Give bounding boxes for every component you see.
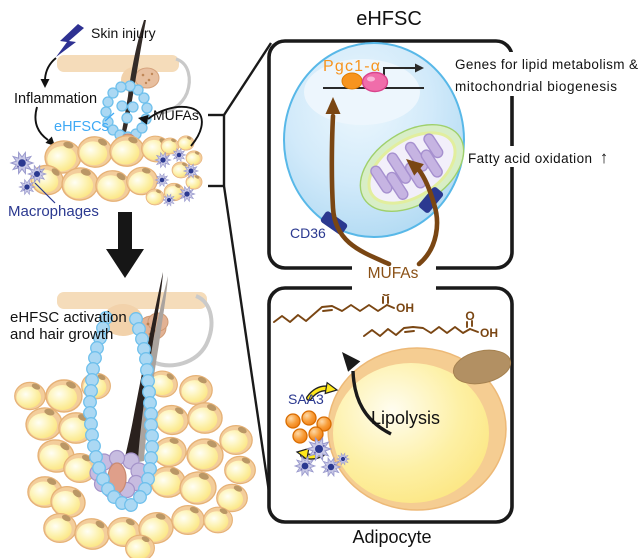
- pgc1a-transcription-site: [323, 63, 424, 93]
- down-arrow-icon: [106, 212, 144, 278]
- ehfscs-pointer-line: [104, 112, 115, 122]
- mufa-arrow-to-mitochondrion: [416, 167, 440, 267]
- lipolysis-arrow: [351, 370, 392, 436]
- injury-to-inflammation-arrow: [44, 57, 57, 80]
- transcription-factor-pink: [361, 71, 389, 93]
- mufas-to-follicle-arrow: [147, 105, 203, 147]
- saa3-granules: [285, 410, 332, 444]
- fa1-hydroxyl-label: OH: [396, 301, 414, 315]
- mufa-uptake-arrows: [325, 97, 440, 267]
- dermal-adipose-cluster: [10, 133, 203, 207]
- activation-label-line2: and hair growth: [10, 326, 113, 343]
- yellow-arrow-top: [306, 381, 339, 401]
- mufa-arrow-to-nucleus: [329, 113, 392, 267]
- saa3-label: SAA3: [288, 391, 324, 407]
- skin-injury-label: Skin injury: [91, 25, 156, 41]
- follicle-outer-sheath: [157, 57, 191, 115]
- transcription-arrow-icon: [415, 63, 424, 73]
- fa2-hydroxyl-label: OH: [480, 326, 498, 340]
- genes-label-line1: Genes for lipid metabolism &: [455, 57, 638, 72]
- fa2-oxygen-label: O: [465, 309, 474, 323]
- skin-surface-lower: [57, 292, 207, 309]
- mufas-connector-label: MUFAs: [368, 265, 419, 282]
- ehfsc-panel: eHFSC: [267, 8, 638, 270]
- ehfsc-panel-title: eHFSC: [356, 8, 422, 30]
- fatty-acid-oxidation-label: Fatty acid oxidation: [468, 151, 592, 166]
- adipocyte-panel-title: Adipocyte: [352, 527, 431, 547]
- activation-label-line1: eHFSC activation: [10, 309, 127, 326]
- left-panel: Skin injury Inflammation eHFSCs MUFAs Ma…: [8, 20, 256, 558]
- magnification-connector-lines: [208, 42, 273, 493]
- macrophages-label: Macrophages: [8, 203, 99, 220]
- mufa-structure-2: O OH: [363, 309, 498, 340]
- lightning-bolt-icon: [56, 24, 84, 57]
- inflammation-to-adipose-arrow: [34, 106, 49, 141]
- lipolysis-label: Lipolysis: [371, 408, 440, 428]
- lipolysis-arrowhead-icon: [342, 352, 361, 372]
- hair-growth-scene: [14, 272, 256, 558]
- inflammation-label: Inflammation: [14, 91, 97, 107]
- adipocyte-nucleus: [452, 349, 512, 385]
- skin-surface: [57, 55, 179, 72]
- ehfsc-bead-outline-lower: [83, 311, 159, 512]
- adipocyte-cell-large: [327, 347, 512, 511]
- macrophage-pointer-line: [34, 182, 56, 204]
- up-arrow-icon: ↑: [600, 148, 609, 167]
- hair-shaft: [122, 20, 146, 132]
- ehfscs-label: eHFSCs: [54, 119, 109, 135]
- cd36-label: CD36: [290, 225, 326, 241]
- transcription-factor-orange: [341, 72, 363, 90]
- mufas-left-label: MUFAs: [153, 107, 199, 123]
- follicle-outer-sheath-lower: [152, 294, 214, 368]
- adipocyte-panel: Adipocyte O OH O OH Lip: [267, 285, 514, 547]
- pgc1a-label: Pgc1-α: [323, 58, 380, 75]
- genes-label-line2: mitochondrial biogenesis: [455, 79, 617, 94]
